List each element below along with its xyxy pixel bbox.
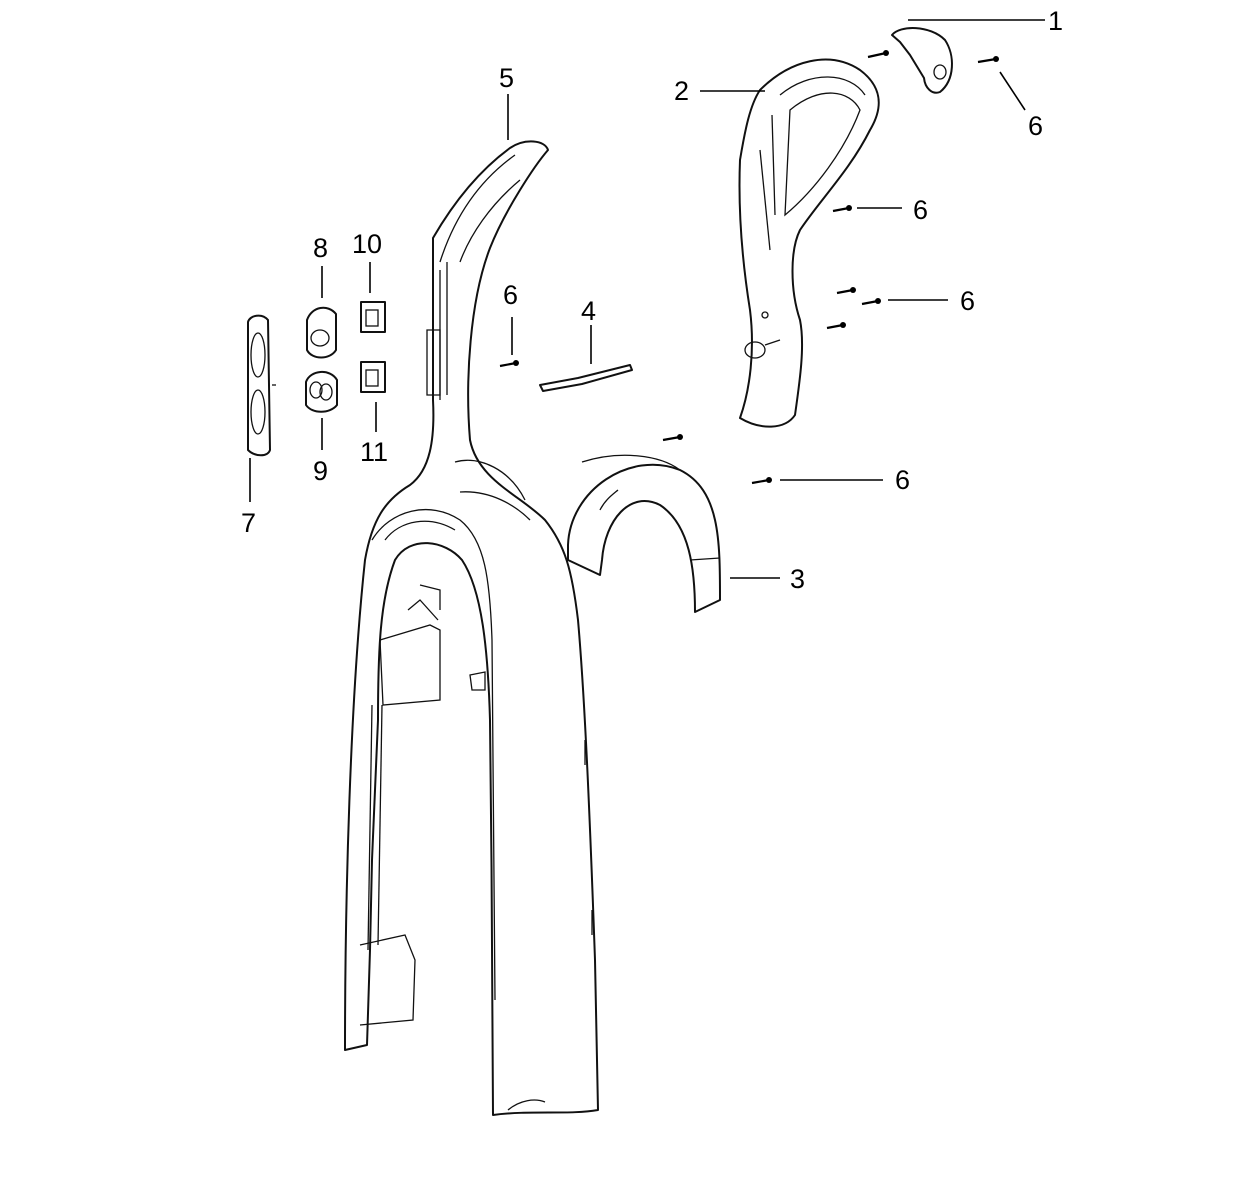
callout-5: 5 xyxy=(499,63,514,93)
callout-labels: 1 2 3 4 5 6 6 6 6 6 7 8 9 10 11 xyxy=(241,6,1063,594)
part-7-switch-plate xyxy=(247,314,276,457)
callout-6-grip-upper: 6 xyxy=(913,195,928,225)
part-10-rocker-switch xyxy=(360,301,386,333)
callout-7: 7 xyxy=(241,508,256,538)
screw xyxy=(662,434,683,442)
part-2-handle-grip xyxy=(738,58,880,428)
callout-3: 3 xyxy=(790,564,805,594)
screw-group xyxy=(499,50,999,485)
part-5-handle-body xyxy=(344,140,599,1116)
screw xyxy=(861,298,881,306)
part-4-strip xyxy=(539,364,633,392)
screw xyxy=(836,287,856,295)
callout-4: 4 xyxy=(581,296,596,326)
callout-2: 2 xyxy=(674,76,689,106)
screw xyxy=(867,50,889,59)
part-3-curved-cover xyxy=(567,454,721,613)
screw xyxy=(977,56,999,64)
callout-1: 1 xyxy=(1048,6,1063,36)
callout-6-cover: 6 xyxy=(895,465,910,495)
callout-10: 10 xyxy=(352,229,382,259)
part-9-switch-button xyxy=(305,371,338,413)
callout-11: 11 xyxy=(360,437,388,467)
screw xyxy=(499,360,519,368)
leader-lines xyxy=(249,19,1045,579)
callout-8: 8 xyxy=(313,233,328,263)
screw xyxy=(751,477,772,485)
callout-9: 9 xyxy=(313,456,328,486)
part-11-rocker-switch xyxy=(360,361,386,393)
part-1-cap xyxy=(891,27,953,94)
callout-6-body: 6 xyxy=(503,280,518,310)
screw xyxy=(832,205,852,213)
part-8-switch-button xyxy=(306,306,337,359)
screw xyxy=(826,322,846,330)
callout-6-cap: 6 xyxy=(1028,111,1043,141)
callout-6-grip-lower: 6 xyxy=(960,286,975,316)
